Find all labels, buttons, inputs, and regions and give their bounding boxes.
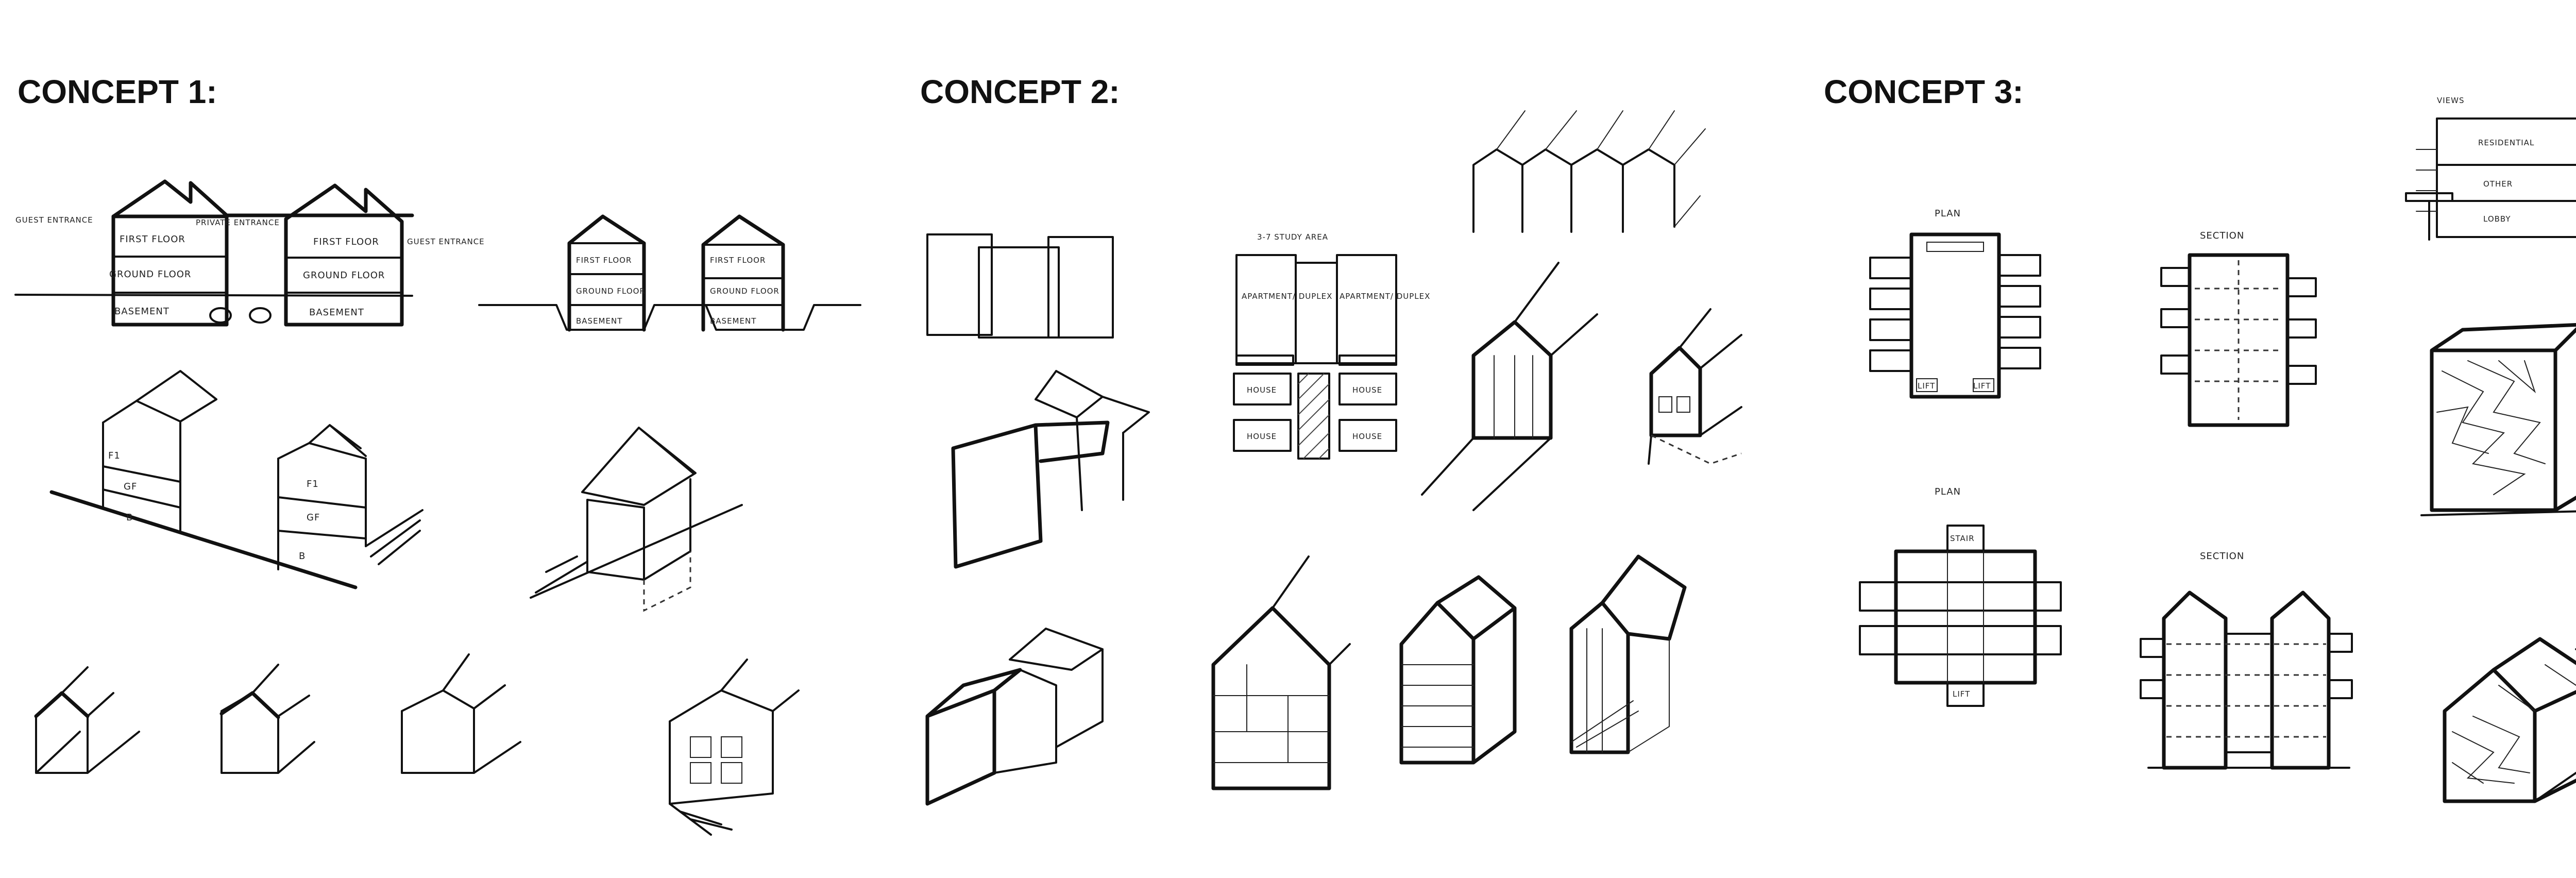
axo-left-f1-label: F1	[108, 450, 121, 461]
concept-3-views-label: VIEWS	[2437, 96, 2465, 105]
concept-3-plan-a-sketch	[1869, 232, 2041, 399]
section-a-note-guest-entrance-left: GUEST ENTRANCE	[15, 215, 93, 225]
concept-1-axo-pair-sketch	[49, 370, 423, 589]
tower-floor-lobby: LOBBY	[2483, 214, 2511, 224]
section-a-left-basement-label: BASEMENT	[114, 306, 170, 317]
concept-2-twin-gable-axo-sketch	[925, 628, 1104, 806]
concept-2-massing-axo-sketch	[951, 370, 1150, 569]
concept-1-section-a-sketch	[14, 179, 414, 327]
section-b-left-ground-floor-label: GROUND FLOOR	[576, 286, 646, 296]
concept-3-section-a-label: SECTION	[2200, 230, 2244, 241]
concept-3-heading: CONCEPT 3:	[1824, 73, 2024, 110]
concept-1-volume-studies	[34, 653, 521, 774]
section-a-note-guest-entrance-right: GUEST ENTRANCE	[407, 237, 485, 246]
section-a-right-basement-label: BASEMENT	[309, 307, 364, 318]
section-a-right-first-floor-label: FIRST FLOOR	[313, 237, 379, 247]
section-a-note-private-entrance: PRIVATE ENTRANCE	[196, 218, 280, 227]
concept-2-room-apartment-right: APARTMENT/ DUPLEX	[1340, 292, 1430, 301]
concept-1-axo-slope-house-sketch	[530, 427, 743, 612]
axo-right-gf-label: GF	[307, 512, 320, 523]
section-a-right-ground-floor-label: GROUND FLOOR	[303, 270, 385, 281]
concept-3-section-b-sketch	[2140, 590, 2353, 770]
concept-2-detailed-gables-sketch	[1211, 554, 1687, 790]
concept-2-plan-title: 3-7 STUDY AREA	[1257, 232, 1328, 242]
tower-floor-residential: RESIDENTIAL	[2478, 138, 2534, 147]
axo-right-b-label: B	[299, 551, 306, 562]
concept-2-heading: CONCEPT 2:	[920, 73, 1120, 110]
concept-3-plan-b-lift: LIFT	[1953, 689, 1970, 699]
axo-right-f1-label: F1	[307, 479, 319, 489]
concept-2-massing-plan-sketch	[926, 233, 1114, 339]
concept-3-gable-axo-sketch	[2443, 637, 2576, 803]
section-b-left-first-floor-label: FIRST FLOOR	[576, 256, 632, 265]
concept-2-gable-axo-a-sketch	[1421, 262, 1598, 511]
concept-2-gable-row-sketch	[1472, 110, 1706, 233]
concept-1-section-b-sketch	[478, 214, 861, 332]
section-a-left-first-floor-label: FIRST FLOOR	[120, 234, 185, 245]
concept-2-room-house-1: HOUSE	[1247, 385, 1277, 395]
axo-left-b-label: B	[126, 512, 133, 523]
concept-1-heading: CONCEPT 1:	[18, 73, 217, 110]
concept-2-site-plan-sketch	[1233, 254, 1397, 460]
concept-2-room-house-4: HOUSE	[1352, 432, 1382, 441]
section-b-right-first-floor-label: FIRST FLOOR	[710, 256, 766, 265]
concept-2-gable-axo-b-sketch	[1648, 308, 1742, 465]
section-b-right-basement-label: BASEMENT	[710, 316, 756, 326]
concept-3-tower-axo-sketch	[2420, 323, 2576, 516]
concept-3-plan-b-label: PLAN	[1935, 486, 1961, 497]
concept-3-plan-b-stair: STAIR	[1950, 534, 1975, 543]
concept-3-tower-diagram-sketch	[2405, 117, 2576, 241]
concept-3-plan-a-label: PLAN	[1935, 208, 1961, 219]
concept-3-plan-a-lift-left: LIFT	[1918, 381, 1935, 391]
concept-3-plan-a-lift-right: LIFT	[1973, 381, 1991, 391]
concept-2-room-house-2: HOUSE	[1352, 385, 1382, 395]
concept-2-room-house-3: HOUSE	[1247, 432, 1277, 441]
section-a-left-ground-floor-label: GROUND FLOOR	[109, 269, 191, 280]
concept-3-plan-b-sketch	[1859, 525, 2062, 707]
concept-2-room-apartment-left: APARTMENT/ DUPLEX	[1242, 292, 1332, 301]
concept-3-section-b-label: SECTION	[2200, 551, 2244, 562]
section-b-right-ground-floor-label: GROUND FLOOR	[710, 286, 779, 296]
section-b-left-basement-label: BASEMENT	[576, 316, 622, 326]
concept-3-section-a-sketch	[2160, 253, 2317, 427]
axo-left-gf-label: GF	[124, 481, 137, 492]
concept-1-detail-house-sketch	[669, 659, 800, 836]
tower-floor-other: OTHER	[2483, 179, 2513, 189]
